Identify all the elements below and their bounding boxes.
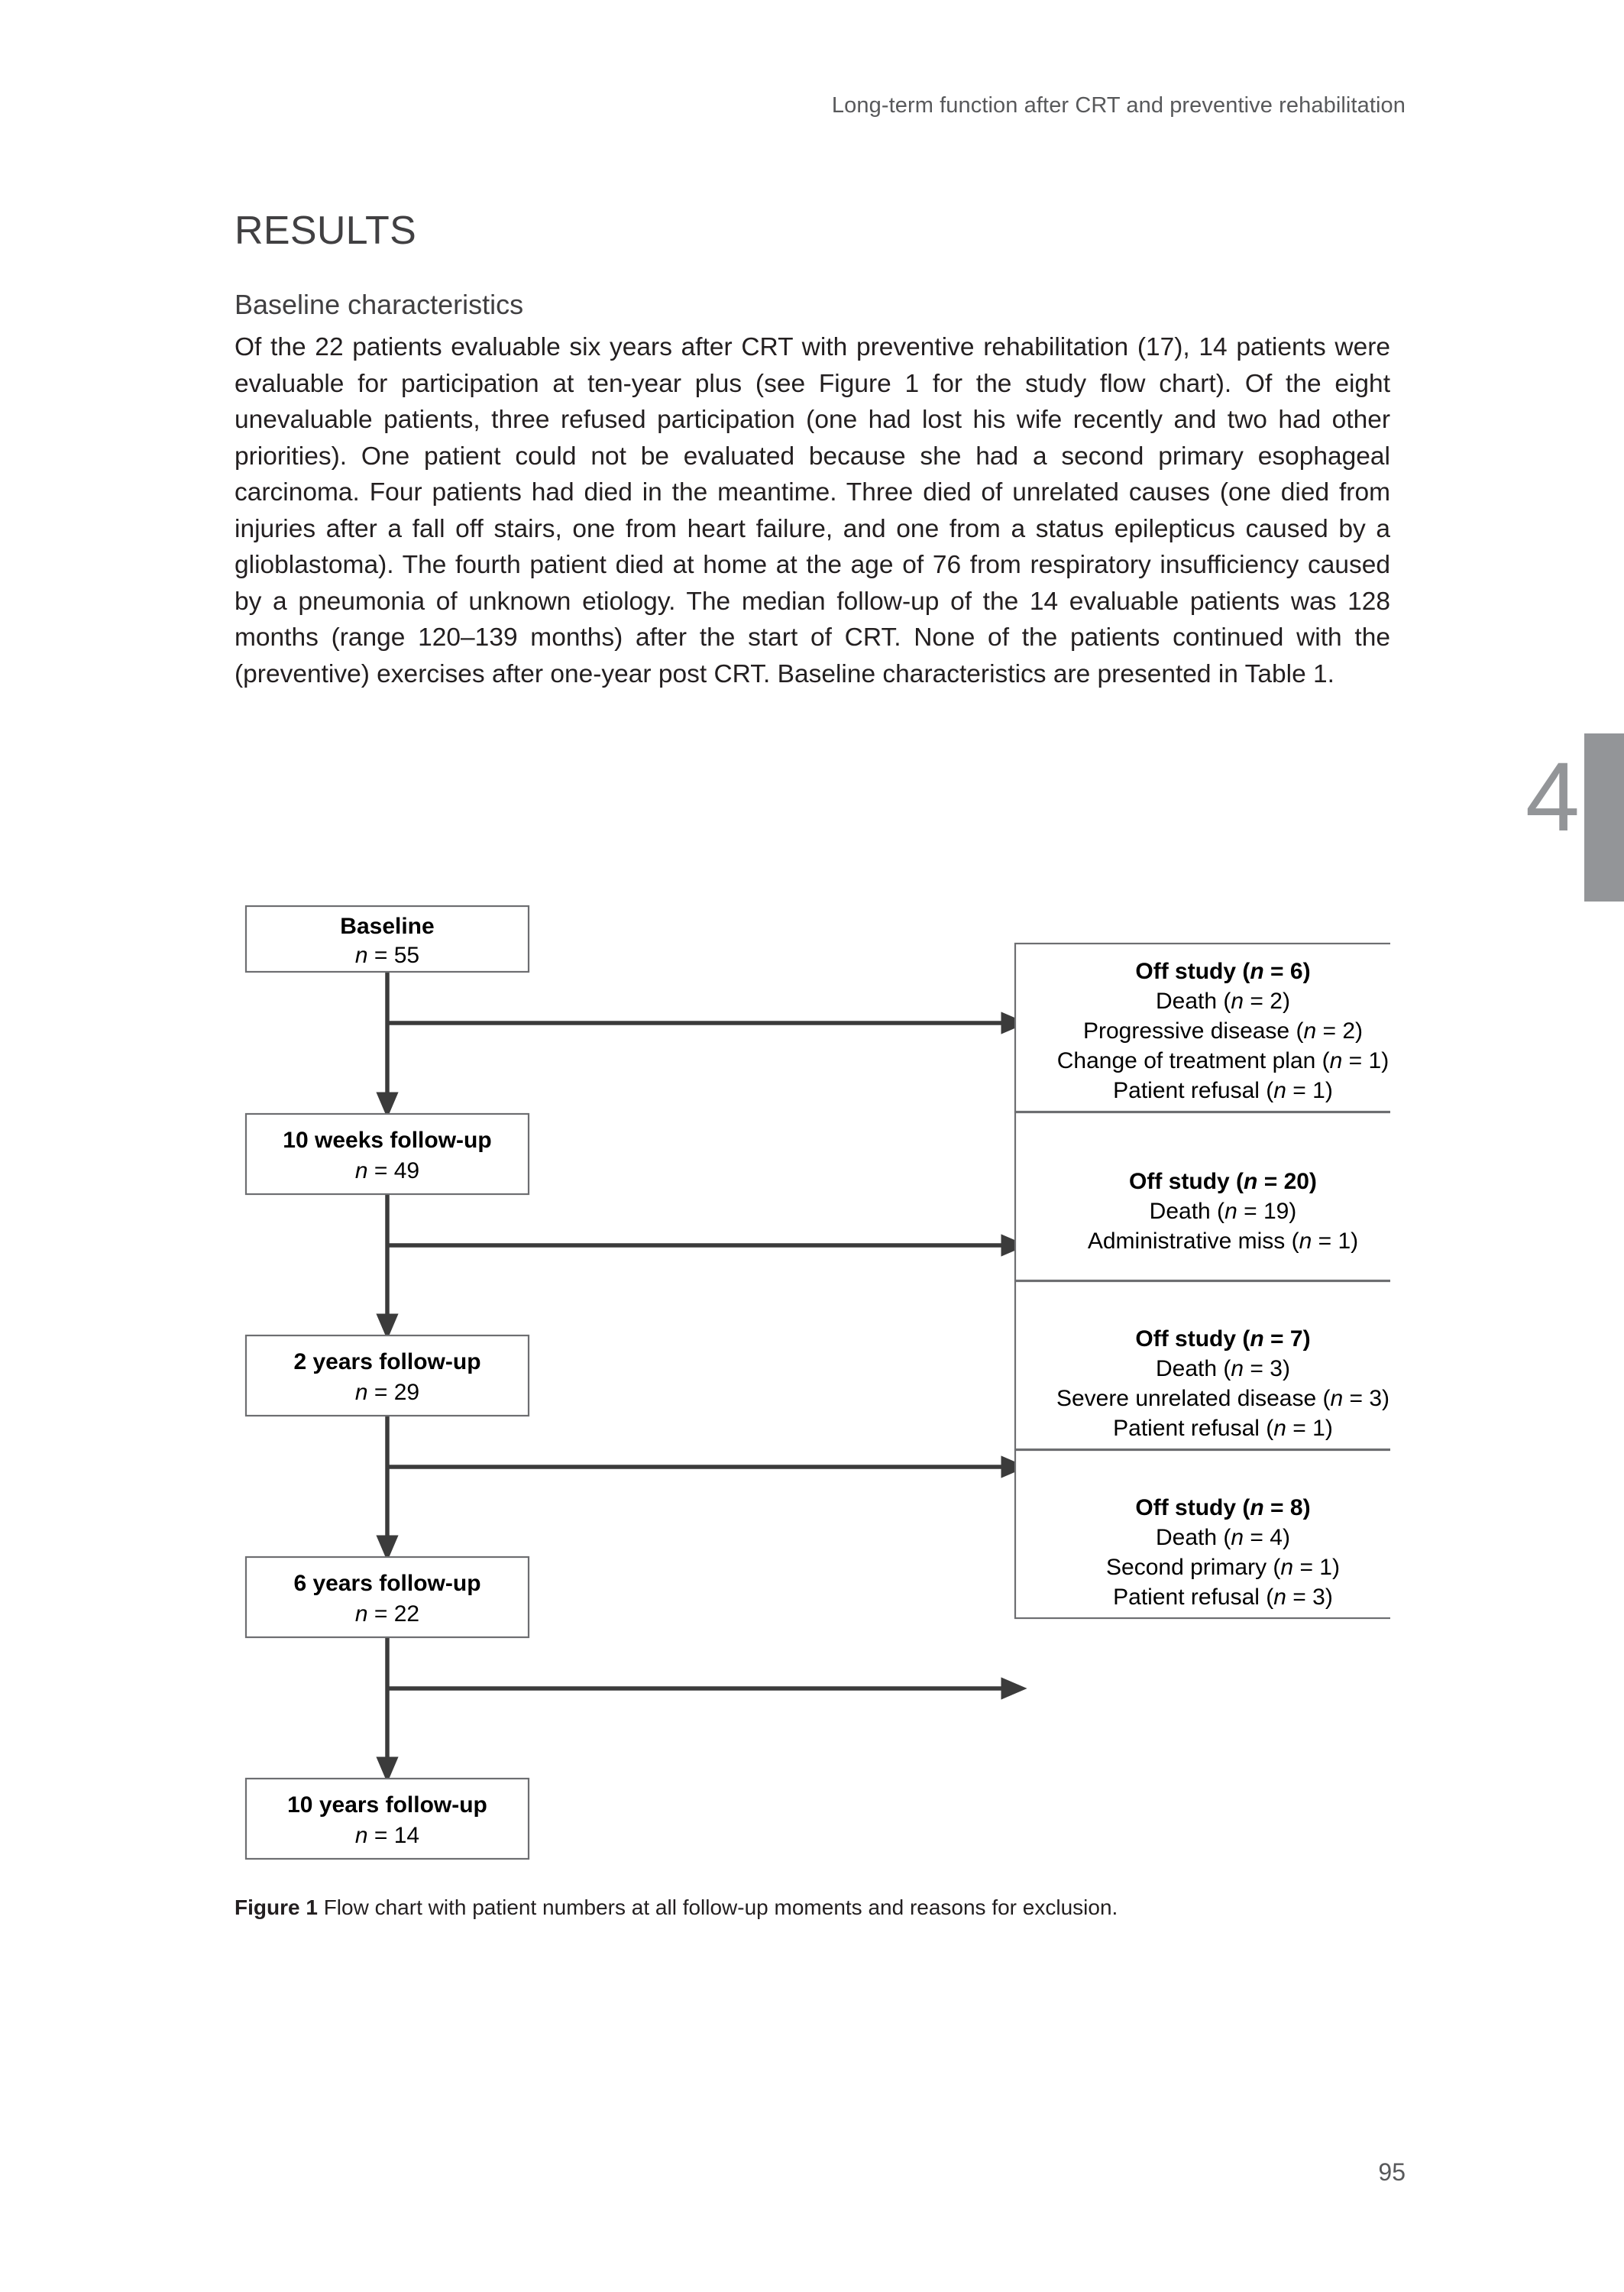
offstudy-heading: Off study (n = 6): [1135, 959, 1310, 984]
flow-box-10-years-follow-up: 10 years follow-up n = 14: [244, 1777, 530, 1860]
offstudy-reason: Death (n = 4): [1156, 1525, 1290, 1550]
offstudy-box-3: Off study (n = 7) Death (n = 3) Severe u…: [1014, 1280, 1390, 1451]
flow-box-n: n = 55: [355, 943, 419, 968]
flow-box-title: Baseline: [340, 914, 434, 939]
figure-caption-text: Flow chart with patient numbers at all f…: [323, 1895, 1118, 1919]
offstudy-reason: Administrative miss (n = 1): [1088, 1229, 1358, 1254]
flow-box-n: n = 49: [355, 1158, 419, 1183]
page-title: RESULTS: [235, 209, 417, 253]
flow-box-title: 6 years follow-up: [293, 1571, 480, 1596]
flow-box-title: 10 weeks follow-up: [283, 1128, 491, 1153]
flow-box-n: n = 22: [355, 1601, 419, 1627]
offstudy-reason: Death (n = 3): [1156, 1356, 1290, 1381]
flow-box-2-years-follow-up: 2 years follow-up n = 29: [244, 1334, 530, 1417]
offstudy-box-2: Off study (n = 20) Death (n = 19) Admini…: [1014, 1111, 1390, 1282]
subsection-heading: Baseline characteristics: [235, 289, 524, 320]
figure-caption-label: Figure 1: [235, 1895, 318, 1919]
flow-box-n: n = 29: [355, 1380, 419, 1405]
flow-box-10-weeks-follow-up: 10 weeks follow-up n = 49: [244, 1112, 530, 1196]
body-paragraph: Of the 22 patients evaluable six years a…: [235, 333, 1390, 688]
offstudy-heading: Off study (n = 7): [1135, 1326, 1310, 1352]
offstudy-reason: Death (n = 19): [1150, 1199, 1297, 1224]
offstudy-reason: Death (n = 2): [1156, 989, 1290, 1014]
offstudy-reason: Patient refusal (n = 1): [1113, 1416, 1333, 1441]
chapter-tab-marker: [1584, 733, 1624, 902]
flow-box-title: 10 years follow-up: [287, 1792, 487, 1818]
flow-box-baseline: Baseline n = 55: [244, 905, 530, 973]
figure-caption: Figure 1 Flow chart with patient numbers…: [235, 1893, 1390, 1922]
offstudy-reason: Severe unrelated disease (n = 3): [1056, 1386, 1389, 1411]
chapter-number: 4: [1525, 743, 1580, 852]
flow-box-n: n = 14: [355, 1823, 419, 1848]
offstudy-reason: Patient refusal (n = 3): [1113, 1585, 1333, 1610]
offstudy-heading: Off study (n = 8): [1135, 1495, 1310, 1520]
flowchart-diagram: Baseline n = 55 10 weeks follow-up n = 4…: [244, 905, 1390, 1860]
figure-1: Baseline n = 55 10 weeks follow-up n = 4…: [235, 892, 1390, 1878]
flow-box-title: 2 years follow-up: [293, 1349, 480, 1374]
offstudy-box-4: Off study (n = 8) Death (n = 4) Second p…: [1014, 1449, 1390, 1620]
offstudy-heading: Off study (n = 20): [1129, 1169, 1317, 1194]
running-header: Long-term function after CRT and prevent…: [831, 93, 1406, 118]
offstudy-reason: Second primary (n = 1): [1106, 1555, 1340, 1580]
offstudy-reason: Change of treatment plan (n = 1): [1057, 1048, 1389, 1073]
page-content: RESULTS Baseline characteristics Of the …: [235, 0, 1390, 692]
page-number: 95: [1378, 2158, 1406, 2186]
offstudy-reason: Progressive disease (n = 2): [1083, 1018, 1363, 1044]
offstudy-box-1: Off study (n = 6) Death (n = 2) Progress…: [1014, 942, 1390, 1113]
flow-box-6-years-follow-up: 6 years follow-up n = 22: [244, 1556, 530, 1639]
offstudy-reason: Patient refusal (n = 1): [1113, 1078, 1333, 1103]
